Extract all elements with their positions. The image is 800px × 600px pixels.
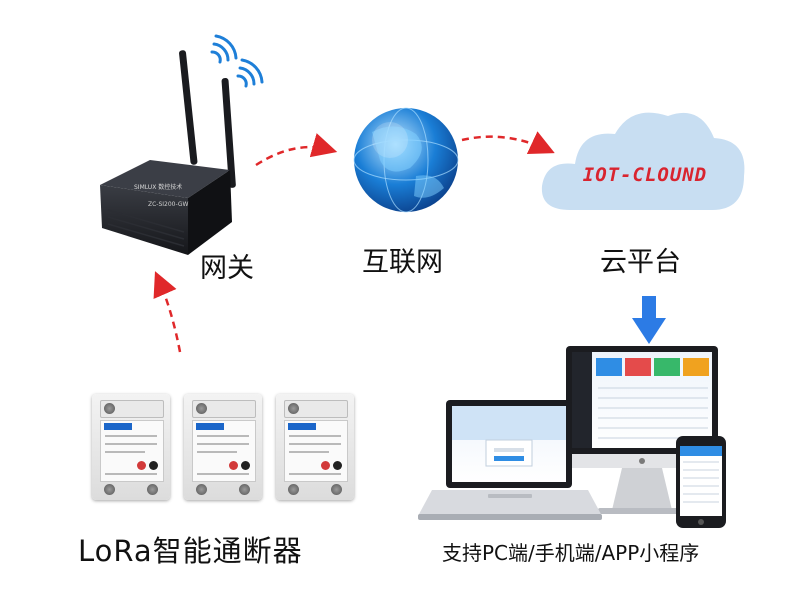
breaker-label: LoRa智能通断器	[78, 534, 303, 568]
arrow-internet-to-cloud	[461, 131, 555, 154]
clients-label: 支持PC端/手机端/APP小程序	[442, 541, 700, 565]
svg-text:SIMLUX 数控技术: SIMLUX 数控技术	[134, 183, 182, 191]
arrow-gateway-to-internet	[255, 133, 338, 167]
gateway-label: 网关	[200, 253, 254, 284]
internet-label: 互联网	[362, 247, 443, 278]
svg-text:ZC-SI200-GW: ZC-SI200-GW	[148, 201, 189, 208]
cloud-platform-text: IOT-CLOUND	[582, 164, 708, 186]
wifi-signal-icon	[210, 34, 264, 88]
laptop-icon	[418, 400, 602, 520]
breaker-icon	[276, 394, 354, 500]
arrow-breaker-to-gateway	[153, 271, 182, 353]
globe-icon	[353, 107, 459, 213]
breaker-icon	[184, 394, 262, 500]
cloud-icon	[541, 112, 745, 210]
breaker-icon	[92, 394, 170, 500]
gateway-router-icon: SIMLUX 数控技术 ZC-SI200-GW	[100, 50, 236, 255]
cloud-label: 云平台	[600, 247, 681, 278]
phone-icon	[676, 436, 726, 528]
monitor-icon	[566, 346, 718, 514]
down-arrow-icon	[632, 296, 666, 344]
